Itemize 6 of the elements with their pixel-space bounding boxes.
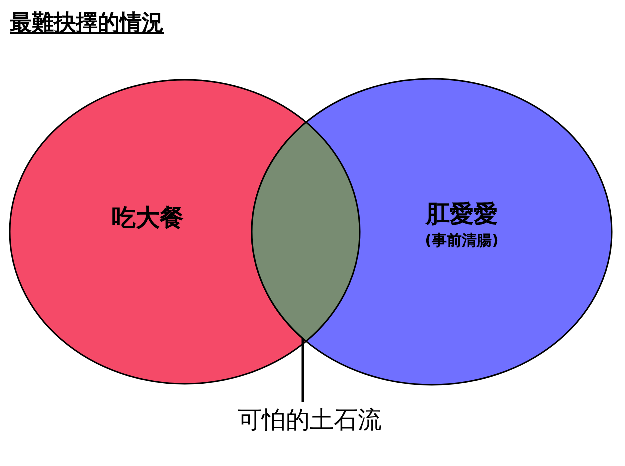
- leader-line: [302, 338, 304, 402]
- title: 最難抉擇的情況: [10, 10, 164, 38]
- set-note: (事前清腸): [425, 232, 499, 250]
- set-label: 肛愛愛: [426, 199, 498, 230]
- set-label: 吃大餐: [112, 203, 184, 234]
- callout-label: 可怕的土石流: [238, 405, 382, 436]
